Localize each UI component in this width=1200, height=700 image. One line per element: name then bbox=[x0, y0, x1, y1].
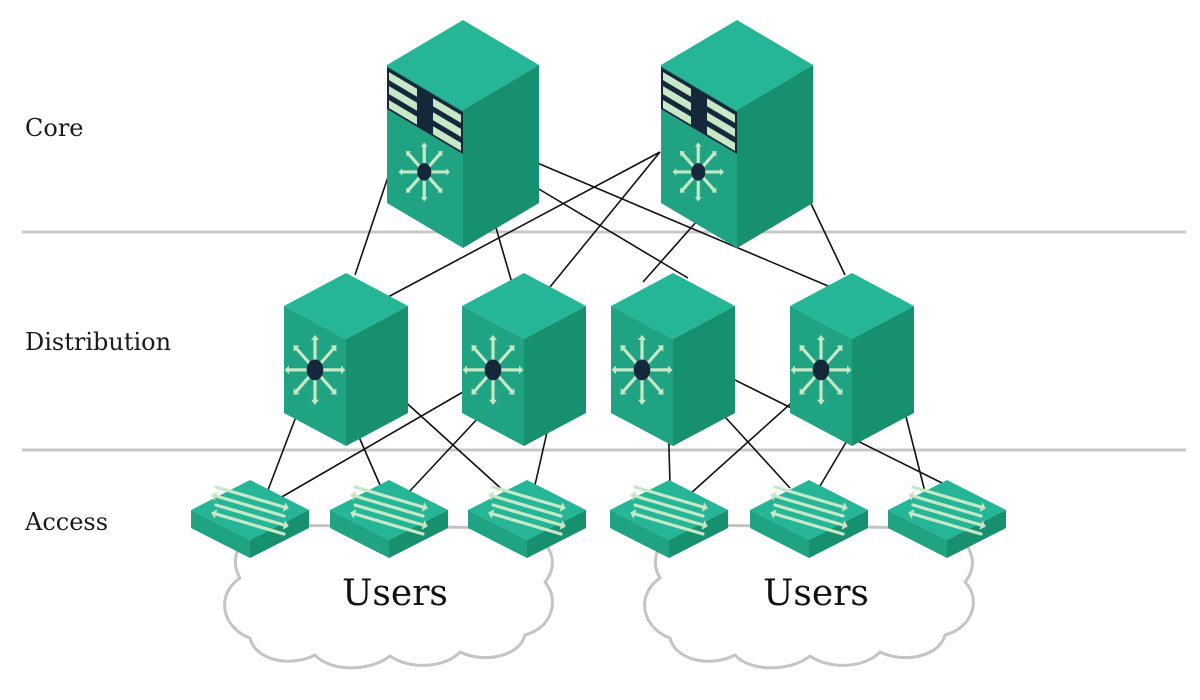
hub-icon bbox=[417, 163, 432, 181]
link-core-1-dist-4 bbox=[534, 161, 829, 287]
device-access-4[interactable] bbox=[610, 480, 728, 558]
device-left-face bbox=[468, 510, 527, 558]
device-right-face bbox=[524, 306, 586, 446]
device-access-3[interactable] bbox=[468, 480, 586, 558]
tier-label-distribution: Distribution bbox=[25, 328, 171, 356]
device-core-2[interactable] bbox=[661, 20, 813, 248]
switch-arrows-icon bbox=[908, 485, 986, 536]
link-core-1-dist-1 bbox=[354, 161, 394, 276]
hub-icon bbox=[484, 359, 502, 381]
device-access-5[interactable] bbox=[750, 480, 868, 558]
hub-icon bbox=[691, 163, 706, 181]
cloud-icon bbox=[223, 523, 554, 670]
switch-arrows-icon bbox=[211, 485, 289, 536]
link-core-2-dist-2 bbox=[549, 151, 661, 288]
link-core-1-dist-3 bbox=[516, 175, 689, 279]
device-left-face bbox=[750, 510, 809, 558]
device-right-face bbox=[737, 65, 813, 248]
device-right-face bbox=[673, 306, 735, 446]
cloud-label-left: Users bbox=[342, 573, 448, 614]
switch-arrows-icon bbox=[350, 485, 428, 536]
device-left-face bbox=[610, 510, 669, 558]
device-left-face bbox=[888, 510, 947, 558]
link-dist-4-access-4 bbox=[689, 387, 809, 495]
hub-icon bbox=[633, 359, 651, 381]
router-panel-icon bbox=[387, 67, 463, 154]
link-dist-2-access-1 bbox=[279, 384, 476, 499]
device-access-1[interactable] bbox=[191, 480, 309, 558]
devices-layer bbox=[191, 20, 1006, 558]
device-dist-4[interactable] bbox=[790, 273, 914, 446]
routing-arrows-icon bbox=[398, 142, 450, 202]
tier-label-access: Access bbox=[24, 508, 108, 536]
hub-icon bbox=[812, 359, 830, 381]
routing-arrows-icon bbox=[462, 334, 524, 405]
routing-arrows-icon bbox=[284, 334, 346, 405]
switch-arrows-icon bbox=[630, 485, 708, 536]
cloud-icon bbox=[643, 523, 975, 670]
device-access-6[interactable] bbox=[888, 480, 1006, 558]
device-right-face bbox=[463, 65, 539, 248]
routing-arrows-icon bbox=[790, 334, 852, 405]
user-cloud-left: Users bbox=[223, 523, 554, 670]
device-access-2[interactable] bbox=[330, 480, 448, 558]
hub-icon bbox=[306, 359, 324, 381]
link-dist-1-access-3 bbox=[389, 387, 507, 494]
cloud-label-right: Users bbox=[763, 573, 869, 614]
tier-label-core: Core bbox=[25, 114, 84, 142]
switch-arrows-icon bbox=[488, 485, 566, 536]
device-right-face bbox=[346, 306, 408, 446]
link-core-2-dist-1 bbox=[387, 151, 661, 298]
device-dist-2[interactable] bbox=[462, 273, 586, 446]
device-left-face bbox=[330, 510, 389, 558]
router-panel-icon bbox=[661, 67, 737, 154]
links-layer bbox=[267, 151, 943, 499]
user-cloud-right: Users bbox=[643, 523, 975, 670]
routing-arrows-icon bbox=[672, 142, 724, 202]
device-core-1[interactable] bbox=[387, 20, 539, 248]
device-dist-1[interactable] bbox=[284, 273, 408, 446]
device-dist-3[interactable] bbox=[611, 273, 735, 446]
routing-arrows-icon bbox=[611, 334, 673, 405]
switch-arrows-icon bbox=[770, 485, 848, 536]
device-left-face bbox=[191, 510, 250, 558]
device-right-face bbox=[852, 306, 914, 446]
